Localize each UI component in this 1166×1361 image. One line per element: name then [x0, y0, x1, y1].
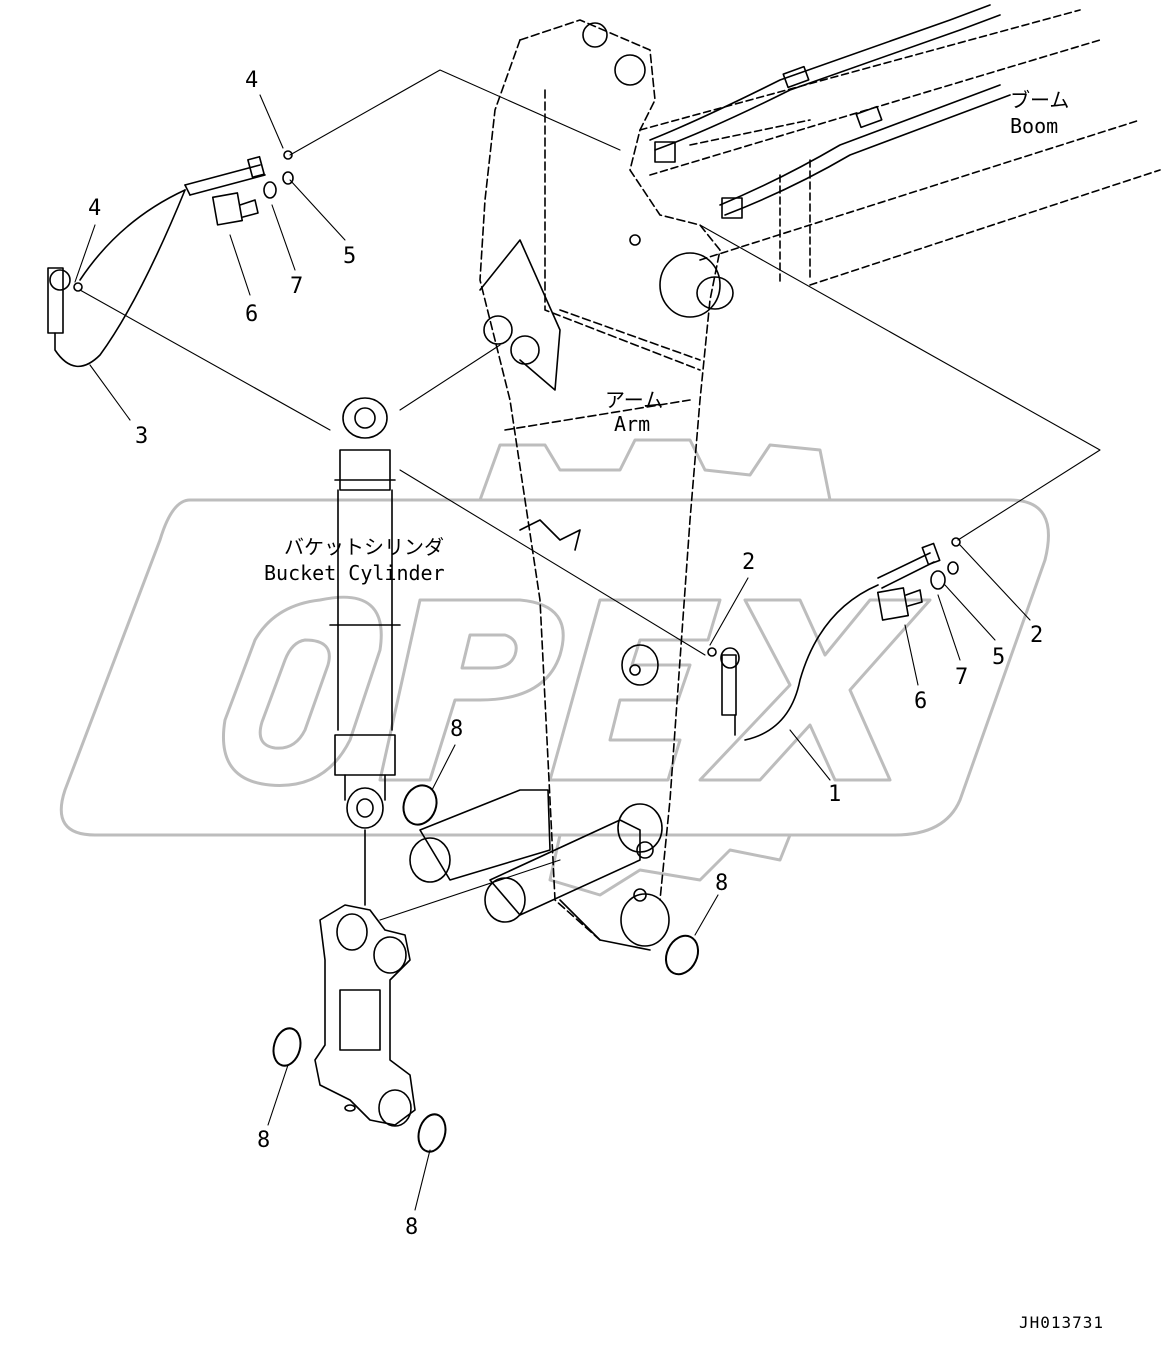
opex-watermark	[59, 438, 1050, 897]
o-ring-8-b	[664, 934, 700, 976]
bucket-links	[409, 789, 670, 951]
boom-label-jp: ブーム	[1010, 88, 1070, 112]
callout-4: 4	[88, 196, 102, 221]
callout-6: 6	[914, 689, 928, 714]
boom-label-en: Boom	[1010, 114, 1059, 138]
bucket-cylinder-label-en: Bucket Cylinder	[264, 561, 445, 585]
callout-8: 8	[257, 1128, 271, 1153]
callout-5: 5	[343, 244, 357, 269]
callout-2: 2	[742, 550, 756, 575]
lower-link	[314, 904, 416, 1127]
callout-8: 8	[715, 871, 729, 896]
callout-6: 6	[245, 302, 259, 327]
callout-8: 8	[405, 1215, 419, 1240]
reference-lines	[74, 69, 1101, 1211]
bucket-cylinder	[329, 397, 401, 906]
callout-4: 4	[245, 68, 259, 93]
arm-label-en: Arm	[614, 412, 651, 436]
drawing-number: JH013731	[1019, 1313, 1105, 1332]
callout-5: 5	[992, 645, 1006, 670]
right-sensor-assembly	[707, 537, 961, 741]
o-ring-8-a	[402, 784, 438, 826]
o-ring-8-c	[272, 1027, 302, 1067]
callout-7: 7	[290, 274, 304, 299]
callout-1: 1	[828, 782, 842, 807]
o-rings	[272, 784, 700, 1153]
o-ring-8-d	[417, 1113, 447, 1153]
arm	[479, 19, 721, 941]
boom-hoses	[649, 4, 1011, 219]
callout-2: 2	[1030, 623, 1044, 648]
arm-label-jp: アーム	[605, 388, 664, 412]
callout-3: 3	[135, 424, 149, 449]
callout-8: 8	[450, 717, 464, 742]
bucket-cylinder-label-jp: バケットシリンダ	[284, 535, 444, 559]
left-sensor-assembly	[47, 150, 294, 368]
callout-7: 7	[955, 665, 969, 690]
arm-solid-details	[479, 22, 734, 686]
